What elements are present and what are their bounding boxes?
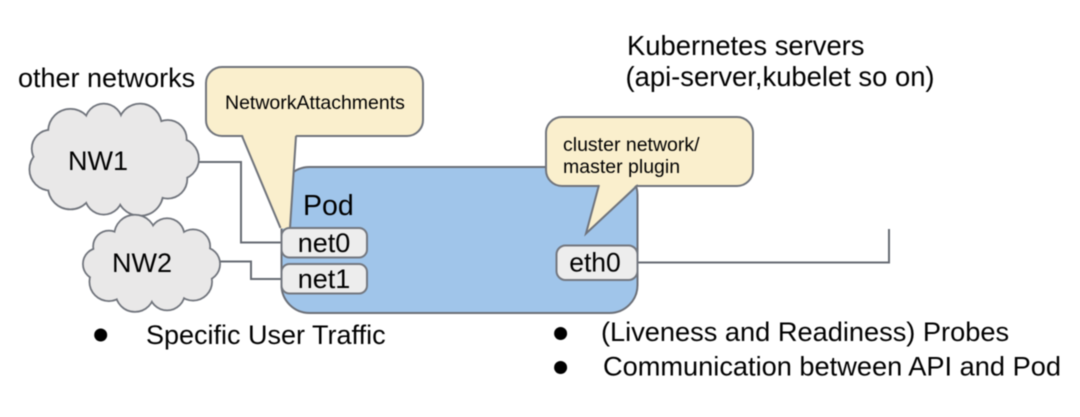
svg-text:net1: net1 <box>298 264 351 294</box>
svg-text:NW1: NW1 <box>68 146 128 176</box>
svg-text:net0: net0 <box>298 228 351 258</box>
svg-text:Pod: Pod <box>303 190 354 222</box>
svg-text:eth0: eth0 <box>569 248 621 278</box>
svg-text:Communication between API and: Communication between API and Pod <box>603 351 1061 382</box>
svg-text:cluster network/: cluster network/ <box>563 134 700 156</box>
svg-text:other networks: other networks <box>18 63 195 93</box>
svg-text:(Liveness and Readiness) Probe: (Liveness and Readiness) Probes <box>601 316 1009 347</box>
svg-text:(api-server,kubelet so on): (api-server,kubelet so on) <box>626 61 935 92</box>
svg-text:NW2: NW2 <box>112 248 172 278</box>
svg-text:NetworkAttachments: NetworkAttachments <box>225 92 405 114</box>
svg-text:Specific User Traffic: Specific User Traffic <box>146 320 386 350</box>
svg-text:master plugin: master plugin <box>563 156 680 178</box>
svg-text:Kubernetes servers: Kubernetes servers <box>627 30 865 61</box>
